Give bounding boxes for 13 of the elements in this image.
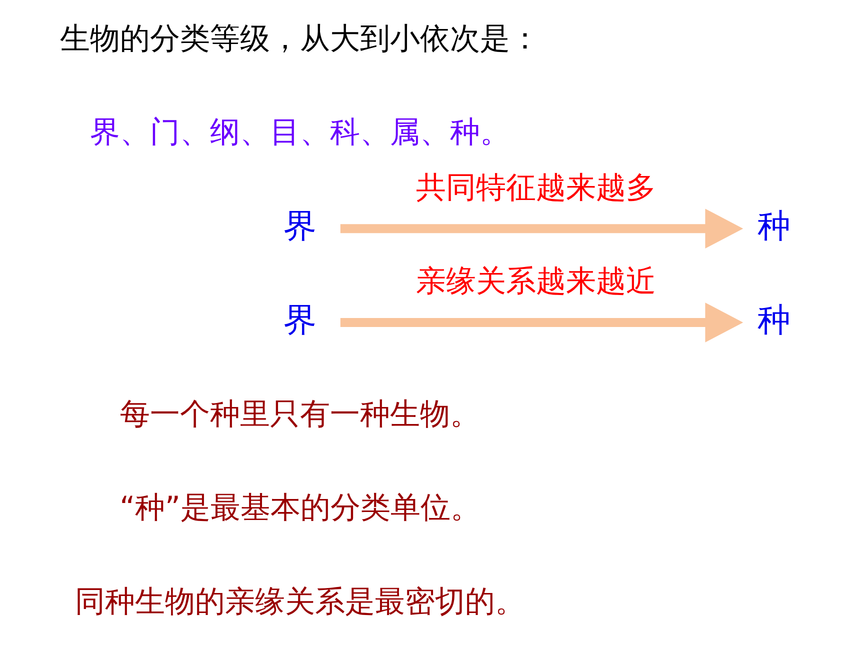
arrow bbox=[340, 208, 744, 249]
edge-label: 共同特征越来越多 bbox=[416, 170, 656, 206]
label: “种”是最基本的分类单位。 bbox=[120, 490, 480, 526]
label: 每一个种里只有一种生物。 bbox=[120, 396, 480, 432]
node-text: 界 bbox=[284, 300, 316, 339]
node-text: 种 bbox=[757, 300, 790, 339]
node-text: 种 bbox=[757, 206, 790, 245]
arrow bbox=[340, 302, 744, 342]
node-text: 界 bbox=[284, 206, 316, 245]
label: 生物的分类等级，从大到小依次是： bbox=[60, 21, 540, 56]
edge-label: 亲缘关系越来越近 bbox=[416, 264, 656, 300]
label: 同种生物的亲缘关系是最密切的。 bbox=[75, 584, 525, 620]
label: 界、门、纲、目、科、属、种。 bbox=[90, 115, 510, 150]
